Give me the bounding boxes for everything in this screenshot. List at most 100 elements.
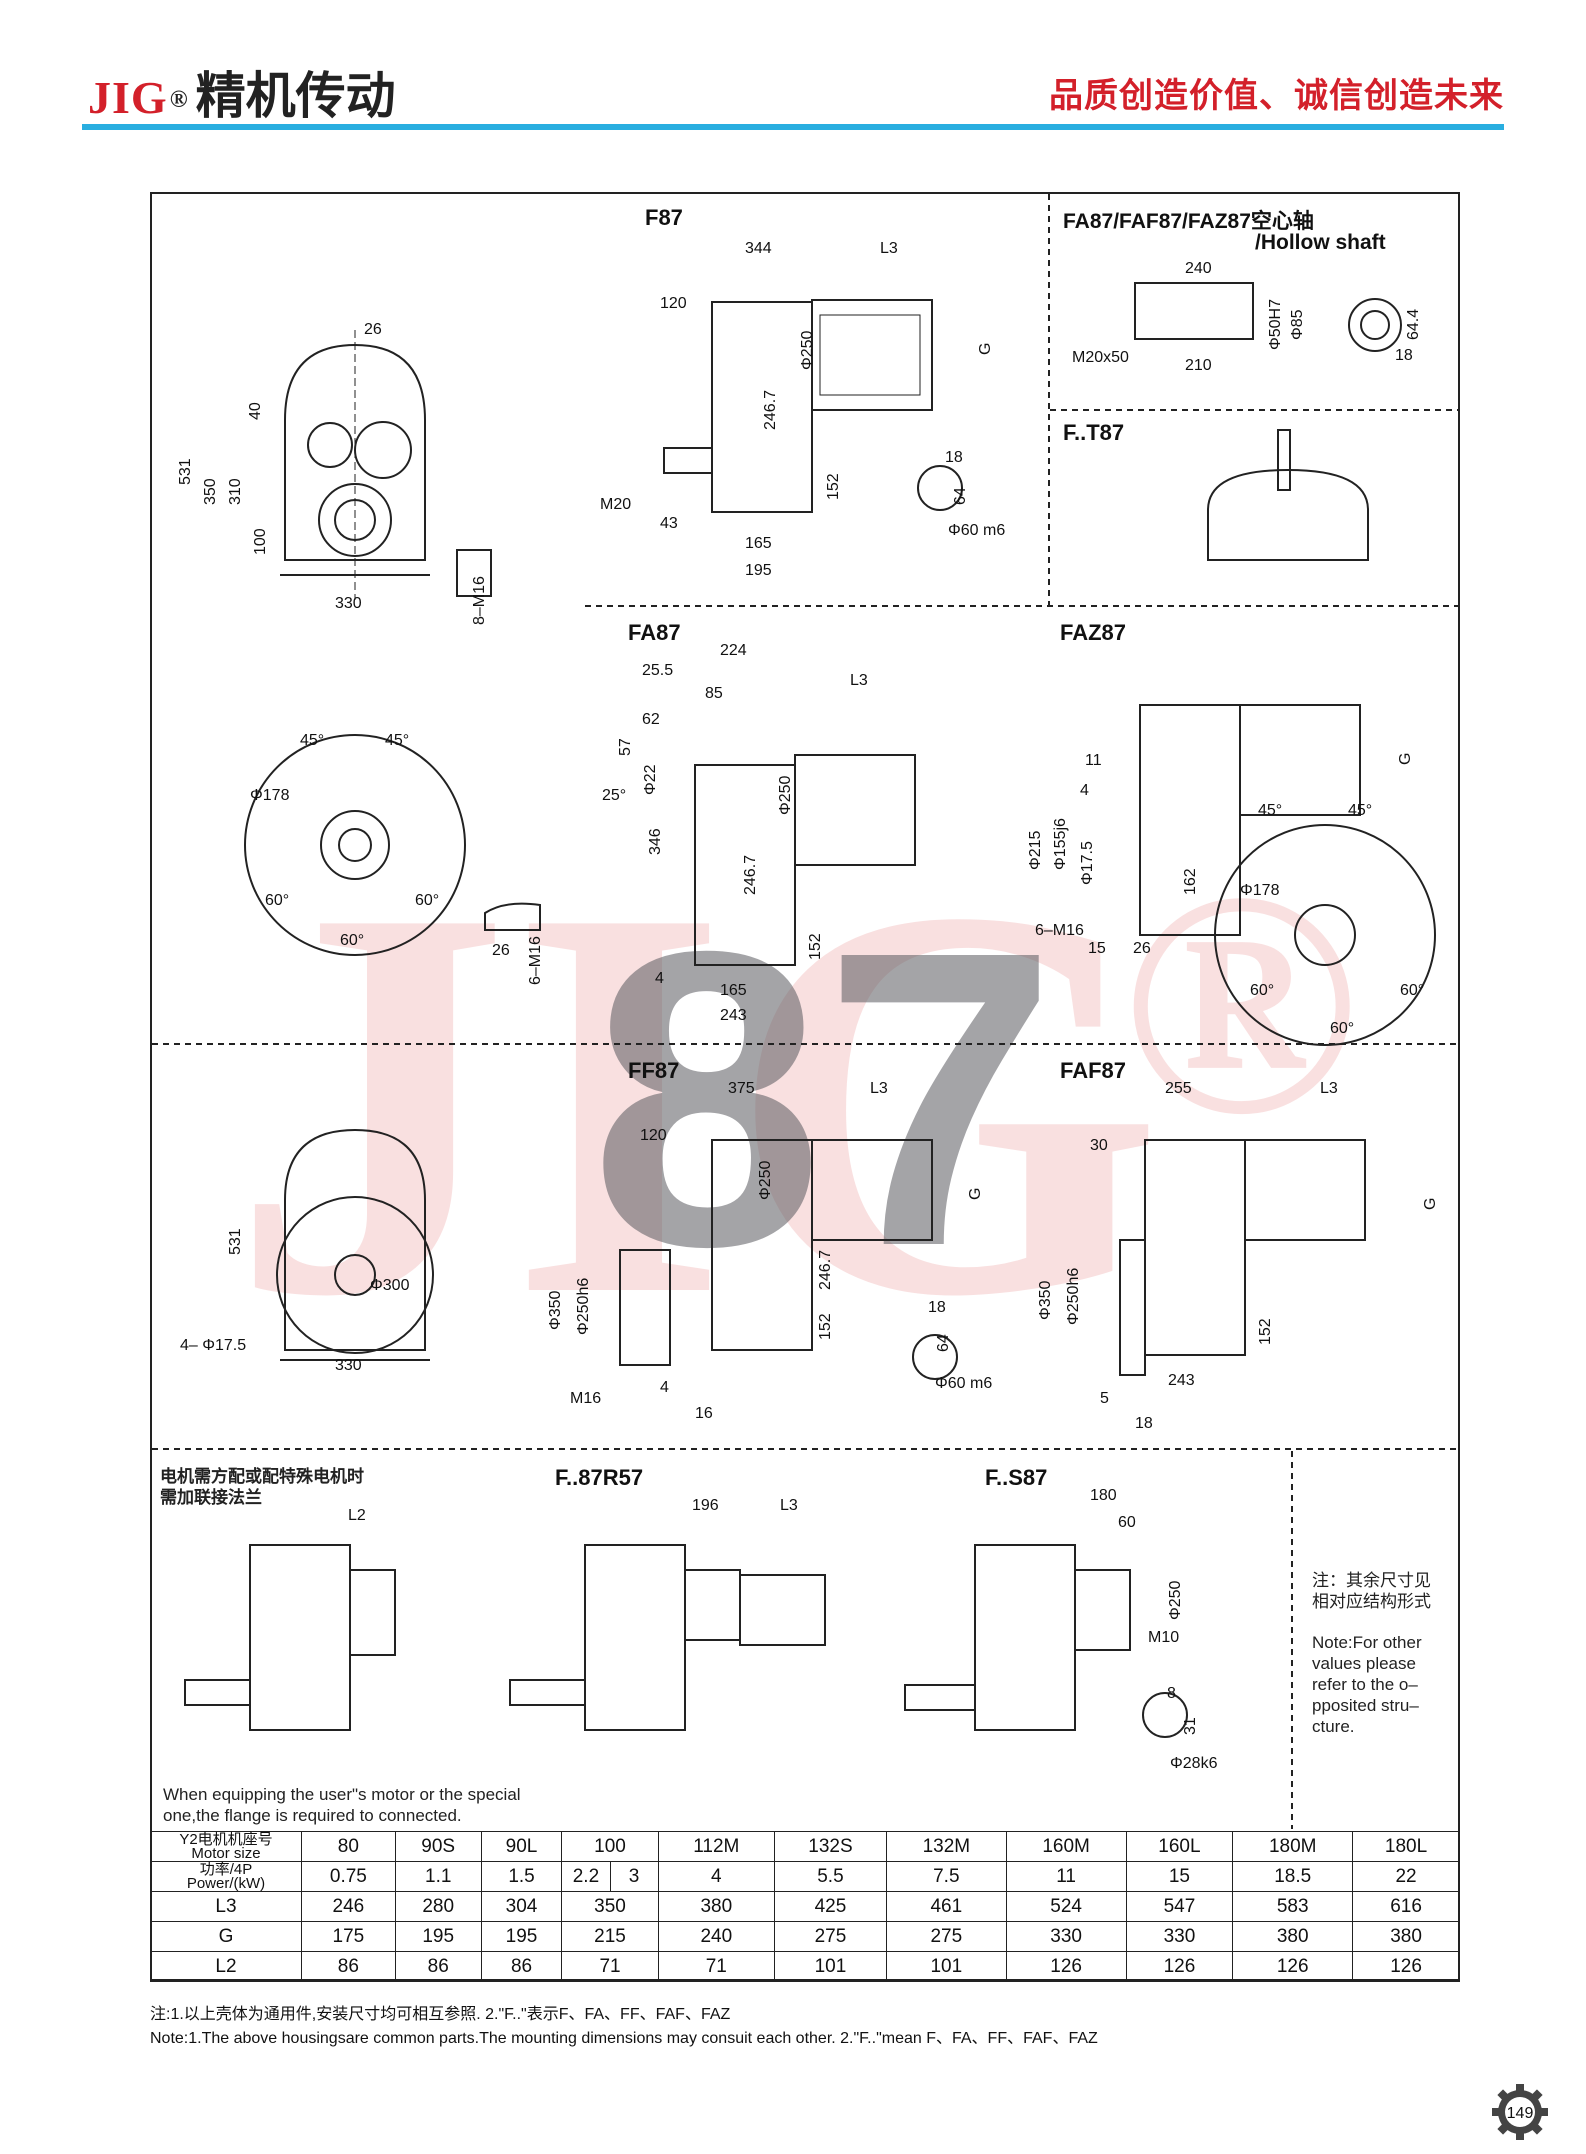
svg-text:L3: L3: [780, 1497, 798, 1514]
svg-text:25.5: 25.5: [642, 662, 673, 679]
svg-text:L2: L2: [348, 1507, 366, 1524]
svg-text:531: 531: [227, 1228, 244, 1255]
svg-text:60°: 60°: [415, 892, 439, 909]
svg-text:G: G: [977, 343, 994, 355]
watermark-brand: JIG: [230, 792, 1164, 1412]
svg-text:30: 30: [1090, 1137, 1108, 1154]
svg-text:4: 4: [655, 970, 664, 987]
svg-text:180: 180: [1090, 1487, 1117, 1504]
brand-cn: 精机传动: [195, 68, 396, 124]
svg-text:6–M16: 6–M16: [1035, 922, 1084, 939]
svg-text:Φ50H7: Φ50H7: [1267, 299, 1284, 350]
s87-gearbox: [974, 1544, 1076, 1731]
svg-text:Φ250h6: Φ250h6: [575, 1278, 592, 1335]
svg-text:375: 375: [728, 1080, 755, 1097]
svg-text:45°: 45°: [1258, 802, 1282, 819]
svg-text:165: 165: [745, 535, 772, 552]
svg-text:18: 18: [1135, 1415, 1153, 1432]
row-l2: L2 86 86 86 71 71 101 101 126 126 126 12…: [150, 1951, 1460, 1982]
svg-text:64: 64: [952, 487, 969, 505]
footnote-cn: 注:1.以上壳体为通用件,安装尺寸均可相互参照. 2."F.."表示F、FA、F…: [150, 2006, 731, 2023]
svg-text:Φ178: Φ178: [1240, 882, 1280, 899]
faz87-gearbox: [1139, 704, 1241, 936]
label-f87: F87: [645, 205, 683, 230]
side-note: 注：其余尺寸见 相对应结构形式 Note:For other values pl…: [1312, 1571, 1431, 1736]
svg-text:210: 210: [1185, 357, 1212, 374]
motor-note-en: When equipping the user"s motor or the s…: [163, 1785, 521, 1825]
svg-text:26: 26: [1133, 940, 1151, 957]
svg-text:246.7: 246.7: [762, 390, 779, 430]
dim-26: 26: [364, 321, 382, 338]
svg-text:18: 18: [928, 1299, 946, 1316]
svg-text:Φ60 m6: Φ60 m6: [948, 522, 1005, 539]
faf87-gearbox: [1144, 1139, 1246, 1356]
svg-text:152: 152: [807, 933, 824, 960]
svg-text:M10: M10: [1148, 1629, 1179, 1646]
svg-text:26: 26: [492, 942, 510, 959]
svg-text:60°: 60°: [265, 892, 289, 909]
svg-text:Φ250: Φ250: [799, 330, 816, 370]
brand-reg: ®: [169, 86, 188, 113]
svg-text:246.7: 246.7: [742, 855, 759, 895]
svg-text:152: 152: [825, 473, 842, 500]
svg-text:G: G: [1397, 753, 1414, 765]
f87-motor: [811, 299, 933, 411]
row-l3: L3 246 280 304 350 380 425 461 524 547 5…: [150, 1891, 1460, 1922]
svg-text:5: 5: [1100, 1390, 1109, 1407]
svg-text:18: 18: [1395, 347, 1413, 364]
svg-text:196: 196: [692, 1497, 719, 1514]
svg-text:Φ350: Φ350: [547, 1290, 564, 1330]
brand-logo: JIG®精机传动: [88, 56, 396, 128]
svg-text:4: 4: [660, 1379, 669, 1396]
svg-text:15: 15: [1088, 940, 1106, 957]
label-ft87: F..T87: [1063, 420, 1125, 445]
svg-text:45°: 45°: [300, 732, 324, 749]
motor-flange-gearbox: [249, 1544, 351, 1731]
svg-text:152: 152: [817, 1313, 834, 1340]
faz87-motor: [1239, 704, 1361, 816]
page-number: 149: [1490, 2082, 1550, 2142]
svg-text:346: 346: [647, 828, 664, 855]
svg-text:224: 224: [720, 642, 747, 659]
svg-text:120: 120: [660, 295, 687, 312]
svg-text:Φ215: Φ215: [1027, 830, 1044, 870]
fa87-flange: [244, 734, 466, 956]
gear-icon: 149: [1492, 2084, 1548, 2140]
label-r57: F..87R57: [555, 1465, 644, 1490]
svg-text:8: 8: [1167, 1685, 1176, 1702]
svg-text:45°: 45°: [1348, 802, 1372, 819]
svg-text:Φ250: Φ250: [757, 1160, 774, 1200]
svg-text:Φ85: Φ85: [1289, 309, 1306, 340]
svg-text:120: 120: [640, 1127, 667, 1144]
svg-text:L3: L3: [870, 1080, 888, 1097]
faz87-flange: [1214, 824, 1436, 1046]
fa87-motor: [794, 754, 916, 866]
svg-text:M20x50: M20x50: [1072, 349, 1129, 366]
label-ff87: FF87: [628, 1058, 680, 1083]
svg-text:Φ250: Φ250: [777, 775, 794, 815]
svg-text:M20: M20: [600, 496, 631, 513]
svg-text:60°: 60°: [1400, 982, 1424, 999]
svg-text:G: G: [967, 1188, 984, 1200]
svg-text:330: 330: [335, 1357, 362, 1374]
svg-text:16: 16: [695, 1405, 713, 1422]
svg-text:531: 531: [177, 458, 194, 485]
svg-text:344: 344: [745, 240, 772, 257]
svg-text:243: 243: [1168, 1372, 1195, 1389]
svg-text:350: 350: [202, 478, 219, 505]
label-hollow: FA87/FAF87/FAZ87空心轴: [1063, 210, 1314, 233]
svg-text:152: 152: [1257, 1318, 1274, 1345]
svg-text:195: 195: [745, 562, 772, 579]
svg-text:243: 243: [720, 1007, 747, 1024]
svg-text:M16: M16: [570, 1390, 601, 1407]
torque-arm-view: [1207, 468, 1369, 561]
svg-text:310: 310: [227, 478, 244, 505]
svg-text:Φ60 m6: Φ60 m6: [935, 1375, 992, 1392]
svg-text:31: 31: [1182, 1717, 1199, 1735]
svg-text:60: 60: [1118, 1514, 1136, 1531]
svg-text:60°: 60°: [1250, 982, 1274, 999]
